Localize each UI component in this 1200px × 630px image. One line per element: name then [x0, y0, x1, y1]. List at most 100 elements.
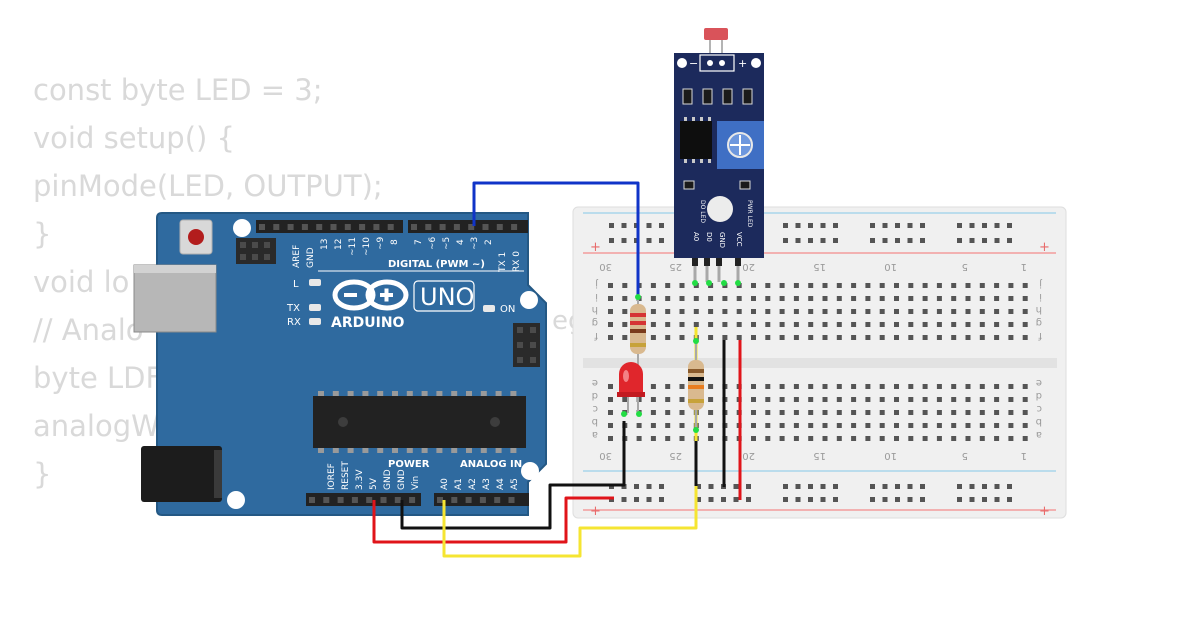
breadboard-hole	[751, 283, 756, 288]
header-hole	[351, 497, 358, 503]
breadboard-hole	[836, 410, 842, 415]
rail-hole	[795, 497, 801, 502]
breadboard-hole	[751, 309, 756, 314]
breadboard-hole	[865, 322, 871, 327]
breadboard-hole	[908, 423, 914, 428]
pin-label: 13	[320, 239, 330, 250]
chip-leg	[347, 391, 354, 396]
breadboard-hole	[708, 384, 714, 389]
chip-leg	[392, 448, 398, 453]
breadboard-hole	[722, 296, 728, 301]
rail-hole	[634, 484, 639, 489]
breadboard-hole	[665, 410, 671, 415]
breadboard-hole	[793, 384, 799, 389]
header-hole	[309, 497, 315, 503]
rail-hole	[808, 223, 813, 228]
breadboard-hole	[965, 283, 971, 288]
breadboard-hole	[822, 384, 828, 389]
row-letter: h	[592, 304, 598, 315]
breadboard-hole	[779, 322, 785, 327]
rail-hole	[808, 238, 813, 243]
breadboard-hole	[851, 423, 857, 428]
header-hole	[437, 497, 443, 503]
pin-label: GND	[383, 469, 393, 490]
row-letter: g	[1036, 317, 1042, 328]
breadboard-hole	[608, 436, 613, 441]
rail-hole	[733, 484, 739, 489]
breadboard-hole	[736, 309, 742, 314]
breadboard-hole	[851, 436, 857, 441]
rail-hole	[783, 223, 788, 228]
breadboard-hole	[622, 283, 628, 288]
chip-leg	[332, 391, 339, 396]
row-letter: e	[1036, 377, 1042, 388]
rail-hole	[907, 497, 913, 502]
breadboard-hole	[650, 283, 656, 288]
header-hole	[451, 497, 458, 503]
do-led-label: DO LED	[699, 200, 706, 223]
rail-hole	[882, 497, 888, 502]
breadboard-hole	[951, 296, 957, 301]
breadboard-hole	[722, 335, 728, 340]
breadboard-hole	[765, 423, 771, 428]
pin-label: A0	[692, 232, 700, 241]
breadboard-hole	[808, 410, 814, 415]
breadboard-hole	[979, 335, 985, 340]
rail-hole	[795, 238, 801, 243]
power-header-label: POWER	[388, 459, 430, 470]
breadboard-hole	[894, 397, 899, 402]
rail-hole	[1007, 497, 1012, 502]
breadboard-hole	[979, 283, 985, 288]
breadboard-hole	[879, 397, 885, 402]
breadboard-hole	[1022, 423, 1028, 428]
rail-hole	[957, 223, 962, 228]
chip-leg	[480, 391, 487, 396]
red-wire	[372, 496, 614, 544]
breadboard-hole	[822, 283, 828, 288]
chip-leg	[451, 391, 458, 396]
header-hole	[316, 224, 323, 230]
rail-hole	[870, 497, 875, 502]
row-letter: c	[593, 403, 599, 414]
power-jack	[141, 446, 222, 502]
column-number: 10	[884, 450, 897, 461]
breadboard-hole	[608, 309, 613, 314]
reset-button-cap[interactable]	[188, 229, 204, 245]
rail-hole	[820, 484, 826, 489]
header-hole	[366, 497, 373, 503]
rail-hole	[982, 484, 987, 489]
breadboard-hole	[836, 423, 842, 428]
arduino-uno-board: AREF GND 13 12 ~11 ~10 ~9 8 7 ~6 ~5 4 ~3…	[133, 212, 547, 516]
pin-label: TX 1	[498, 252, 508, 273]
header-hole	[453, 224, 460, 230]
breadboard-hole	[936, 335, 942, 340]
breadboard-hole	[822, 397, 828, 402]
breadboard-hole	[822, 309, 828, 314]
breadboard-hole	[736, 322, 742, 327]
power-pin-labels: IOREF RESET 3.3V 5V GND GND Vin	[327, 461, 421, 490]
breadboard-hole	[922, 296, 928, 301]
row-letter: g	[592, 317, 598, 328]
breadboard-hole	[922, 309, 928, 314]
header-hole	[409, 497, 416, 503]
breadboard-hole	[951, 384, 957, 389]
breadboard-hole	[908, 397, 914, 402]
pin-label: 5V	[369, 477, 379, 490]
chip-leg	[480, 448, 487, 453]
rail-hole	[783, 497, 788, 502]
row-letter: d	[592, 390, 598, 401]
breadboard-hole	[851, 410, 857, 415]
chip-leg	[347, 448, 354, 453]
breadboard-hole	[894, 436, 899, 441]
sensor-minus-mark: −	[689, 57, 698, 70]
rail-hole	[833, 497, 838, 502]
breadboard-hole	[879, 322, 885, 327]
breadboard-hole	[608, 322, 613, 327]
breadboard-hole	[965, 335, 971, 340]
breadboard-hole	[965, 309, 971, 314]
photoresistor	[704, 28, 728, 40]
rail-hole	[969, 497, 975, 502]
breadboard-hole	[779, 309, 785, 314]
rail-hole	[982, 497, 987, 502]
breadboard-hole	[851, 296, 857, 301]
